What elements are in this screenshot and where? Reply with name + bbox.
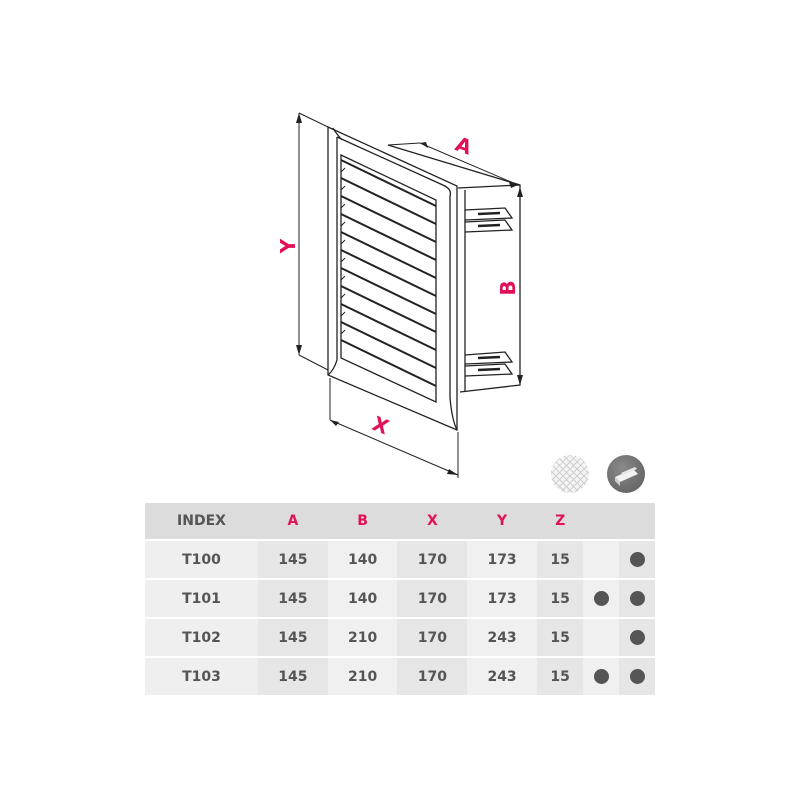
cell-x: 170 — [397, 617, 468, 657]
cell-z: 15 — [536, 656, 584, 695]
grille-technical-drawing: A Y B X — [276, 112, 523, 478]
cell-x: 170 — [397, 539, 468, 579]
cell-index: T103 — [145, 656, 258, 695]
availability-dot — [629, 591, 645, 606]
cell-y: 243 — [467, 656, 537, 695]
mounting-clip-icon — [607, 455, 645, 493]
cell-x: 170 — [397, 656, 468, 695]
louver-opening — [340, 153, 437, 404]
cell-index: T100 — [145, 539, 258, 579]
header-a: A — [258, 503, 328, 540]
cell-a: 145 — [258, 578, 328, 618]
cell-b: 210 — [327, 656, 398, 695]
header-mesh — [583, 503, 620, 540]
cell-x: 170 — [397, 578, 468, 618]
header-b: B — [327, 503, 398, 540]
frame-outline — [327, 125, 458, 431]
header-index: INDEX — [145, 503, 258, 540]
header-y: Y — [467, 503, 537, 540]
cell-mesh — [583, 617, 620, 657]
dimension-label-b: B — [496, 280, 520, 295]
cell-index: T101 — [145, 578, 258, 618]
availability-dot — [593, 591, 609, 606]
cell-b: 140 — [327, 539, 398, 579]
availability-dot — [629, 630, 645, 645]
dimension-label-x: X — [369, 411, 393, 439]
table-row: T103 145 210 170 243 15 — [145, 656, 655, 695]
header-x: X — [397, 503, 468, 540]
availability-dot — [629, 669, 645, 684]
availability-dot — [593, 669, 609, 684]
table-row: T101 145 140 170 173 15 — [145, 578, 655, 618]
dimension-label-a: A — [452, 132, 475, 160]
dimension-label-y: Y — [276, 238, 300, 254]
mounting-clips — [464, 207, 514, 377]
table-row: T100 145 140 170 173 15 — [145, 539, 655, 579]
cell-index: T102 — [145, 617, 258, 657]
table-row: T102 145 210 170 243 15 — [145, 617, 655, 657]
cell-z: 15 — [536, 578, 584, 618]
cell-a: 145 — [258, 539, 328, 579]
cell-y: 243 — [467, 617, 537, 657]
insect-mesh-icon — [551, 455, 589, 493]
louver-slats — [340, 159, 437, 387]
availability-dot — [629, 552, 645, 567]
header-z: Z — [536, 503, 584, 540]
cell-mesh — [583, 656, 620, 695]
cell-clips — [619, 539, 655, 579]
cell-mesh — [583, 539, 620, 579]
cell-y: 173 — [467, 539, 537, 579]
cell-a: 145 — [258, 617, 328, 657]
cell-clips — [619, 578, 655, 618]
cell-y: 173 — [467, 578, 537, 618]
header-clips — [619, 503, 655, 540]
cell-b: 210 — [327, 617, 398, 657]
cell-clips — [619, 617, 655, 657]
specification-table: INDEX A B X Y Z T100 145 140 170 173 15 … — [145, 503, 655, 695]
dimension-lines — [298, 112, 521, 478]
cell-b: 140 — [327, 578, 398, 618]
cell-z: 15 — [536, 617, 584, 657]
cell-z: 15 — [536, 539, 584, 579]
cell-a: 145 — [258, 656, 328, 695]
cell-clips — [619, 656, 655, 695]
table-header-row: INDEX A B X Y Z — [145, 503, 655, 540]
cell-mesh — [583, 578, 620, 618]
